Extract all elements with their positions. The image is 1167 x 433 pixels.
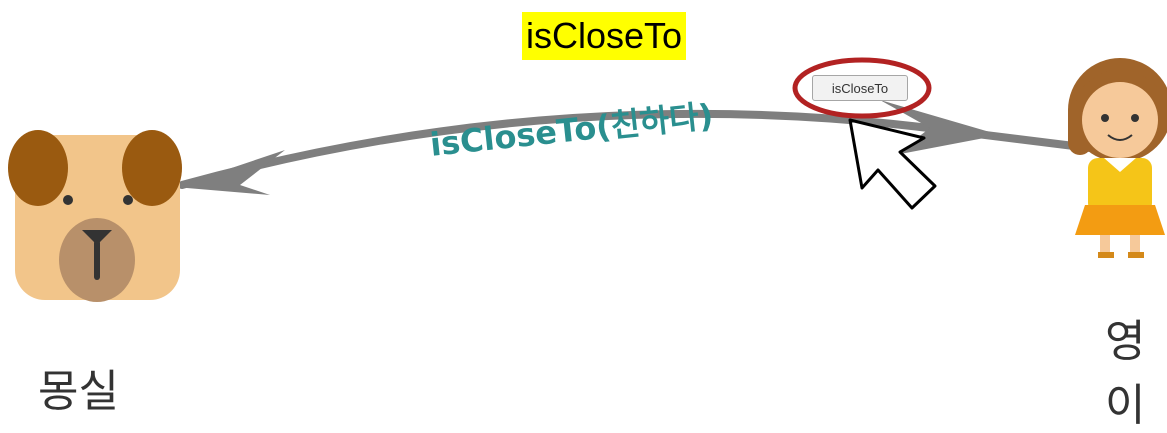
- girl-name-label: 영이: [1105, 316, 1146, 431]
- arrowhead-right-icon: [880, 100, 1000, 155]
- title-highlight: isCloseTo: [522, 12, 687, 60]
- highlight-circle: [792, 57, 932, 119]
- dog-name-label: 몽실: [38, 366, 119, 417]
- iscloseto-button[interactable]: isCloseTo: [812, 75, 908, 101]
- mouse-cursor-icon: [848, 118, 937, 210]
- girl-icon: [1068, 58, 1167, 258]
- diagram-canvas: [8, 57, 1167, 302]
- arrowhead-left-icon: [175, 150, 285, 195]
- dog-face-icon: [8, 130, 182, 302]
